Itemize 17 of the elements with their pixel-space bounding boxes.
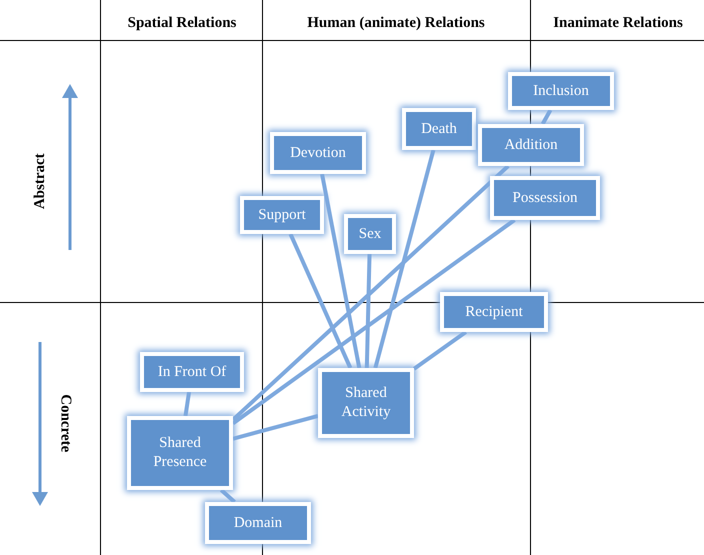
connector-line bbox=[288, 233, 352, 369]
column-header: Inanimate Relations bbox=[552, 14, 684, 33]
connector-line bbox=[320, 174, 362, 368]
connector-line bbox=[184, 392, 192, 416]
row-header: Abstract bbox=[30, 152, 49, 212]
connector-line bbox=[232, 164, 510, 422]
connector-line bbox=[373, 149, 436, 369]
row-header: Concrete bbox=[56, 393, 74, 454]
column-header: Spatial Relations bbox=[126, 14, 238, 33]
connector-line bbox=[540, 109, 552, 125]
connector-line bbox=[412, 330, 468, 370]
connector-line bbox=[220, 488, 236, 504]
column-header: Human (animate) Relations bbox=[306, 14, 486, 33]
concept-box: Recipient bbox=[440, 292, 548, 332]
connector-line bbox=[364, 254, 372, 368]
connector-line bbox=[232, 218, 516, 426]
connector-line bbox=[232, 414, 319, 441]
